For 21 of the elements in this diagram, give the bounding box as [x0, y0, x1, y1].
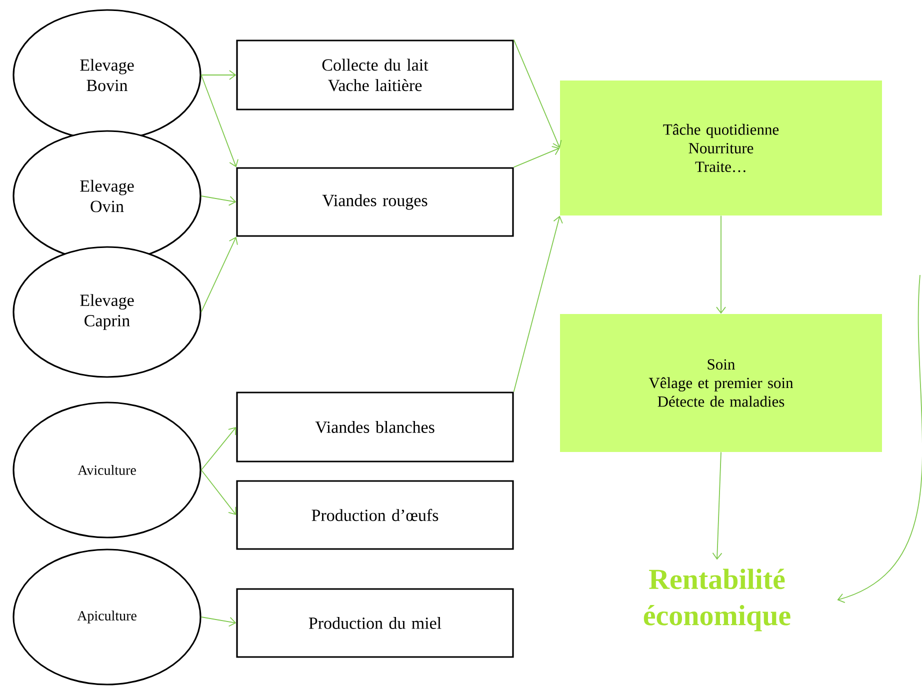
arrow	[513, 146, 560, 168]
arrow	[200, 470, 236, 515]
arrow	[200, 196, 236, 206]
process-box: Production du miel	[236, 588, 514, 658]
arrow	[200, 236, 238, 312]
process-box: Collecte du lait Vache laitière	[236, 40, 514, 110]
process-box: Production d’œufs	[236, 480, 514, 550]
highlight-box: Soin Vêlage et premier soin Détecte de maladies	[560, 314, 882, 452]
arrow	[200, 616, 236, 627]
highlight-box: Tâche quotidienne Nourriture Traite…	[560, 80, 882, 216]
arrow	[513, 216, 563, 392]
arrow	[716, 215, 726, 314]
arrow	[200, 74, 238, 168]
result-text: Rentabilité économique	[644, 568, 790, 632]
arrow	[513, 39, 562, 148]
arrow	[837, 274, 922, 604]
arrow	[200, 70, 236, 80]
process-box: Viandes blanches	[236, 392, 514, 462]
arrow	[200, 427, 236, 470]
arrow	[712, 452, 722, 560]
process-box: Viandes rouges	[236, 167, 514, 237]
